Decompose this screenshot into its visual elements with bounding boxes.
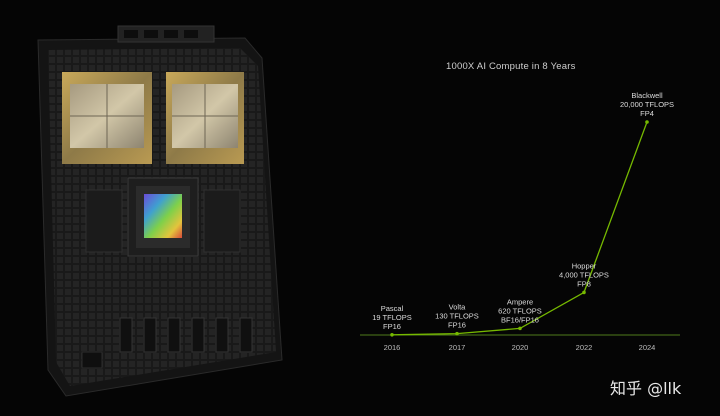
watermark: 知乎 @llk	[610, 379, 682, 398]
data-point	[582, 290, 586, 295]
data-point	[518, 326, 522, 331]
data-point	[645, 120, 649, 124]
chart-title: 1000X AI Compute in 8 Years	[446, 61, 576, 72]
x-tick-label: 2017	[449, 343, 466, 352]
chip-board-image	[37, 25, 283, 397]
x-tick-label: 2024	[639, 343, 656, 352]
x-tick-label: 2022	[576, 343, 593, 352]
data-point	[390, 332, 394, 337]
x-tick-label: 2020	[512, 343, 529, 352]
data-point	[455, 331, 459, 336]
x-tick-label: 2016	[384, 343, 401, 352]
